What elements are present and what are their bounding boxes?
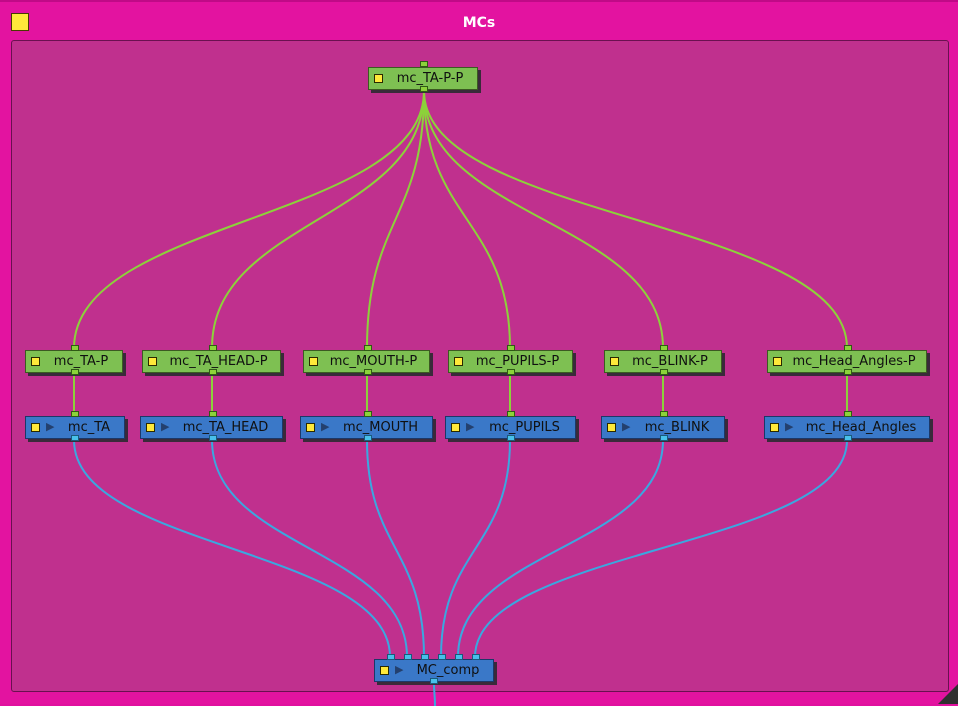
node-composite[interactable]: ▶ MC_comp [374, 654, 494, 684]
input-port[interactable] [387, 654, 395, 660]
node-yellow-square-icon[interactable] [770, 423, 779, 432]
node-peg-mc-ta[interactable]: mc_TA-P [25, 345, 123, 375]
output-port[interactable] [507, 369, 515, 375]
output-port[interactable] [364, 369, 372, 375]
input-port[interactable] [660, 411, 668, 417]
play-triangle-icon[interactable]: ▶ [395, 663, 404, 676]
play-triangle-icon[interactable]: ▶ [466, 420, 475, 433]
input-port[interactable] [844, 411, 852, 417]
output-port[interactable] [660, 435, 668, 441]
node-peg-mc-head-angles[interactable]: mc_Head_Angles-P [767, 345, 927, 375]
node-label: mc_MOUTH-P [329, 354, 418, 369]
input-port[interactable] [209, 411, 217, 417]
play-triangle-icon[interactable]: ▶ [622, 420, 631, 433]
node-label: mc_TA [67, 420, 111, 435]
node-yellow-square-icon[interactable] [380, 666, 389, 675]
output-port[interactable] [507, 435, 515, 441]
node-label: mc_TA-P-P [396, 71, 464, 86]
node-yellow-square-icon[interactable] [607, 423, 616, 432]
node-label: mc_MOUTH [343, 420, 418, 435]
node-drawing-mc-pupils[interactable]: ▶ mc_PUPILS [445, 411, 576, 441]
output-port[interactable] [71, 369, 79, 375]
input-port[interactable] [507, 411, 515, 417]
node-label: MC_comp [416, 663, 480, 678]
output-port[interactable] [430, 678, 438, 684]
node-yellow-square-icon[interactable] [451, 423, 460, 432]
input-port[interactable] [438, 654, 446, 660]
input-port[interactable] [472, 654, 480, 660]
node-yellow-square-icon[interactable] [374, 74, 383, 83]
node-peg-mc-blink[interactable]: mc_BLINK-P [604, 345, 722, 375]
node-yellow-square-icon[interactable] [31, 357, 40, 366]
output-port[interactable] [660, 369, 668, 375]
node-yellow-square-icon[interactable] [610, 357, 619, 366]
resize-grip[interactable] [938, 684, 958, 704]
node-drawing-mc-ta-head[interactable]: ▶ mc_TA_HEAD [140, 411, 283, 441]
node-peg-mc-ta-head[interactable]: mc_TA_HEAD-P [142, 345, 281, 375]
node-label: mc_PUPILS [489, 420, 560, 435]
input-port[interactable] [404, 654, 412, 660]
play-triangle-icon[interactable]: ▶ [161, 420, 170, 433]
node-peg-mc-pupils[interactable]: mc_PUPILS-P [448, 345, 573, 375]
node-drawing-mc-ta[interactable]: ▶ mc_TA [25, 411, 125, 441]
input-port[interactable] [71, 345, 79, 351]
node-yellow-square-icon[interactable] [146, 423, 155, 432]
node-label: mc_BLINK-P [632, 354, 708, 369]
output-port[interactable] [844, 435, 852, 441]
output-port[interactable] [209, 435, 217, 441]
node-yellow-square-icon[interactable] [454, 357, 463, 366]
node-label: mc_BLINK [644, 420, 710, 435]
node-yellow-square-icon[interactable] [148, 357, 157, 366]
node-yellow-square-icon[interactable] [309, 357, 318, 366]
node-drawing-mc-blink[interactable]: ▶ mc_BLINK [601, 411, 725, 441]
input-port[interactable] [844, 345, 852, 351]
node-yellow-square-icon[interactable] [306, 423, 315, 432]
output-port[interactable] [844, 369, 852, 375]
input-port[interactable] [660, 345, 668, 351]
play-triangle-icon[interactable]: ▶ [321, 420, 330, 433]
node-label: mc_PUPILS-P [475, 354, 560, 369]
node-drawing-mc-head-angles[interactable]: ▶ mc_Head_Angles [764, 411, 930, 441]
input-port[interactable] [364, 411, 372, 417]
node-label: mc_TA_HEAD [182, 420, 269, 435]
output-port[interactable] [420, 86, 428, 92]
node-label: mc_Head_Angles-P [792, 354, 916, 369]
input-port[interactable] [455, 654, 463, 660]
node-label: mc_TA_HEAD-P [169, 354, 268, 369]
group-title: MCs [462, 15, 496, 31]
input-port[interactable] [420, 61, 428, 67]
node-yellow-square-icon[interactable] [773, 357, 782, 366]
node-label: mc_TA-P [53, 354, 109, 369]
node-label: mc_Head_Angles [805, 420, 917, 435]
play-triangle-icon[interactable]: ▶ [46, 420, 55, 433]
node-yellow-square-icon[interactable] [31, 423, 40, 432]
node-drawing-mc-mouth[interactable]: ▶ mc_MOUTH [300, 411, 433, 441]
input-port[interactable] [209, 345, 217, 351]
output-port[interactable] [209, 369, 217, 375]
input-port[interactable] [507, 345, 515, 351]
output-port[interactable] [71, 435, 79, 441]
node-peg-mc-mouth[interactable]: mc_MOUTH-P [303, 345, 430, 375]
input-port[interactable] [71, 411, 79, 417]
play-triangle-icon[interactable]: ▶ [785, 420, 794, 433]
input-port[interactable] [364, 345, 372, 351]
group-color-icon[interactable] [11, 13, 29, 31]
node-root-peg[interactable]: mc_TA-P-P [368, 61, 478, 92]
output-port[interactable] [364, 435, 372, 441]
input-port[interactable] [421, 654, 429, 660]
